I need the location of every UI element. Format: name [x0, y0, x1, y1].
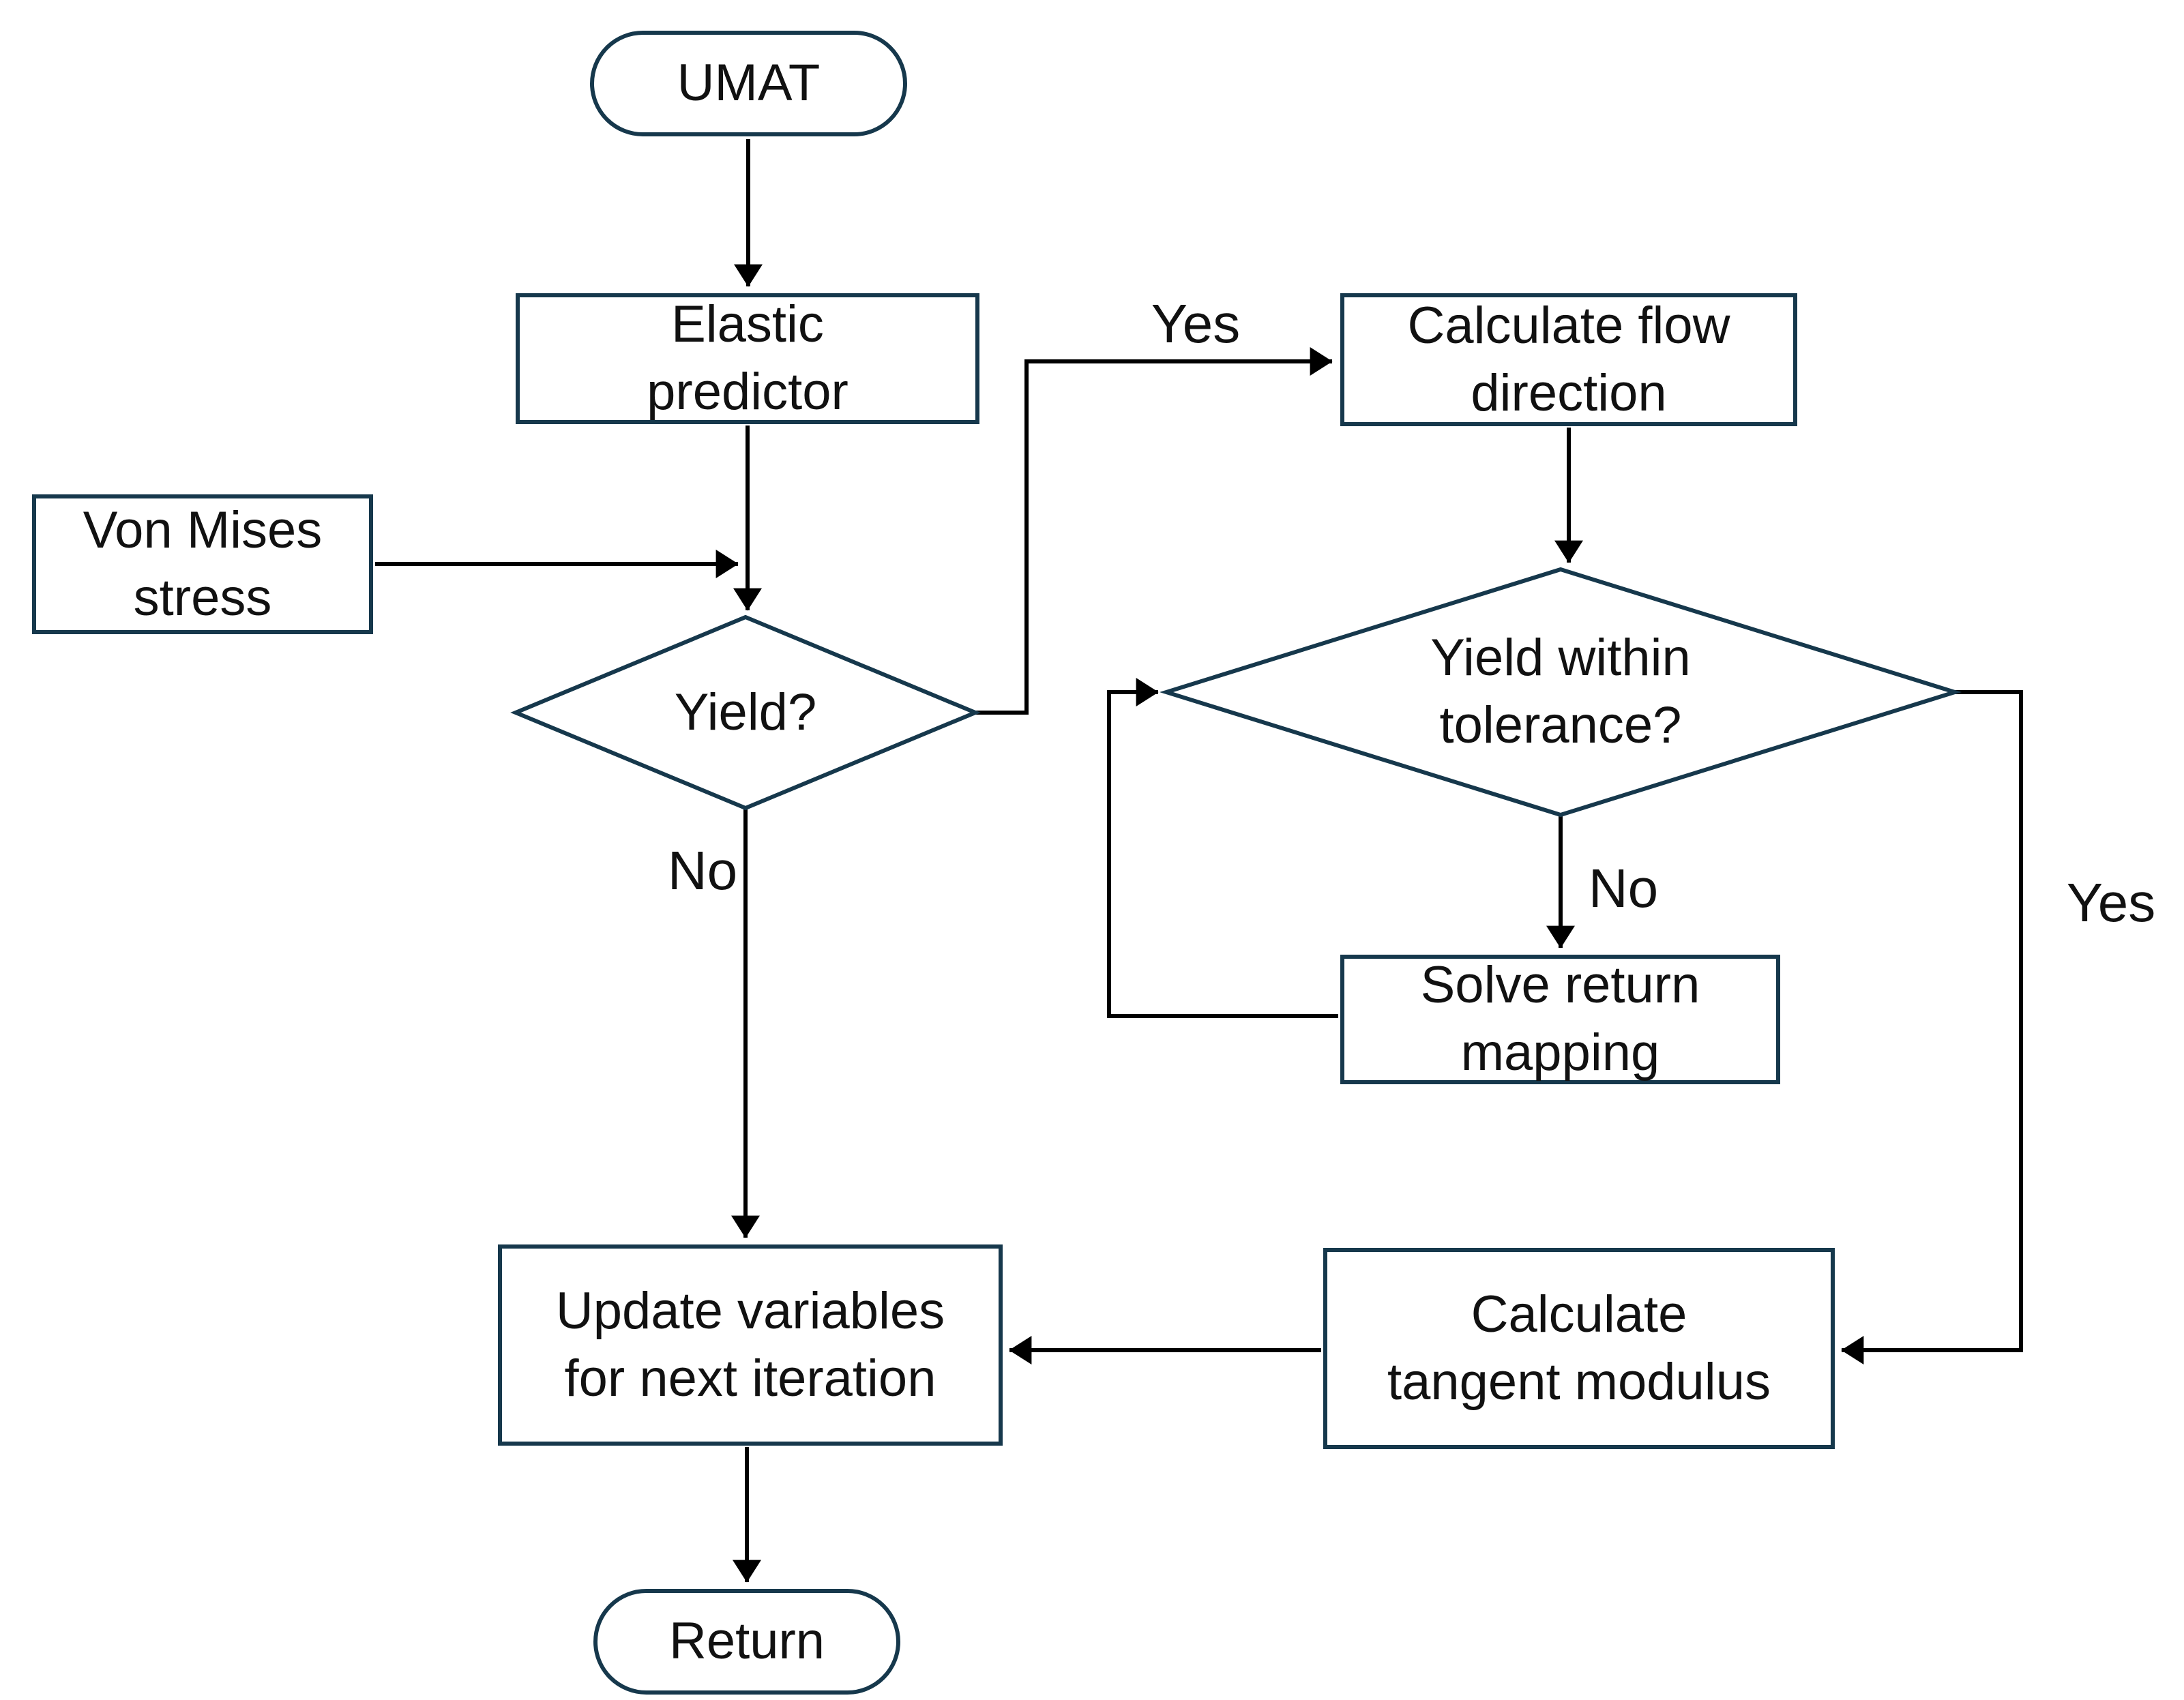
edge-label-yield-yes: Yes — [1151, 293, 1241, 354]
process-elastic-predictor: Elastic predictor — [516, 293, 979, 424]
terminator-return: Return — [593, 1589, 900, 1695]
terminator-umat: UMAT — [590, 31, 907, 136]
edge-label-tolerance-no: No — [1588, 858, 1659, 919]
process-solve-return-mapping: Solve return mapping — [1340, 955, 1780, 1084]
decision-yield-label: Yield? — [674, 683, 817, 741]
process-von-mises-stress: Von Mises stress — [32, 494, 373, 634]
decision-tolerance-label: Yield within tolerance? — [1430, 629, 1691, 754]
edge-label-yield-no: No — [667, 840, 738, 901]
process-calculate-tangent-modulus: Calculate tangent modulus — [1323, 1248, 1835, 1449]
decision-tolerance-shape — [1159, 567, 1962, 818]
edge-label-tolerance-yes: Yes — [2066, 872, 2156, 933]
edge-solvereturn-loop-to-tolerance-arrow — [1107, 678, 1338, 1018]
process-update-variables: Update variables for next iteration — [498, 1244, 1003, 1446]
edge-tolerance-yes-to-calctangent-arrow — [1841, 690, 2023, 1365]
decision-yield-shape — [510, 614, 981, 811]
edge-yield-yes-to-calcflow-arrow — [975, 347, 1333, 715]
process-calculate-flow-direction: Calculate flow direction — [1340, 293, 1797, 426]
